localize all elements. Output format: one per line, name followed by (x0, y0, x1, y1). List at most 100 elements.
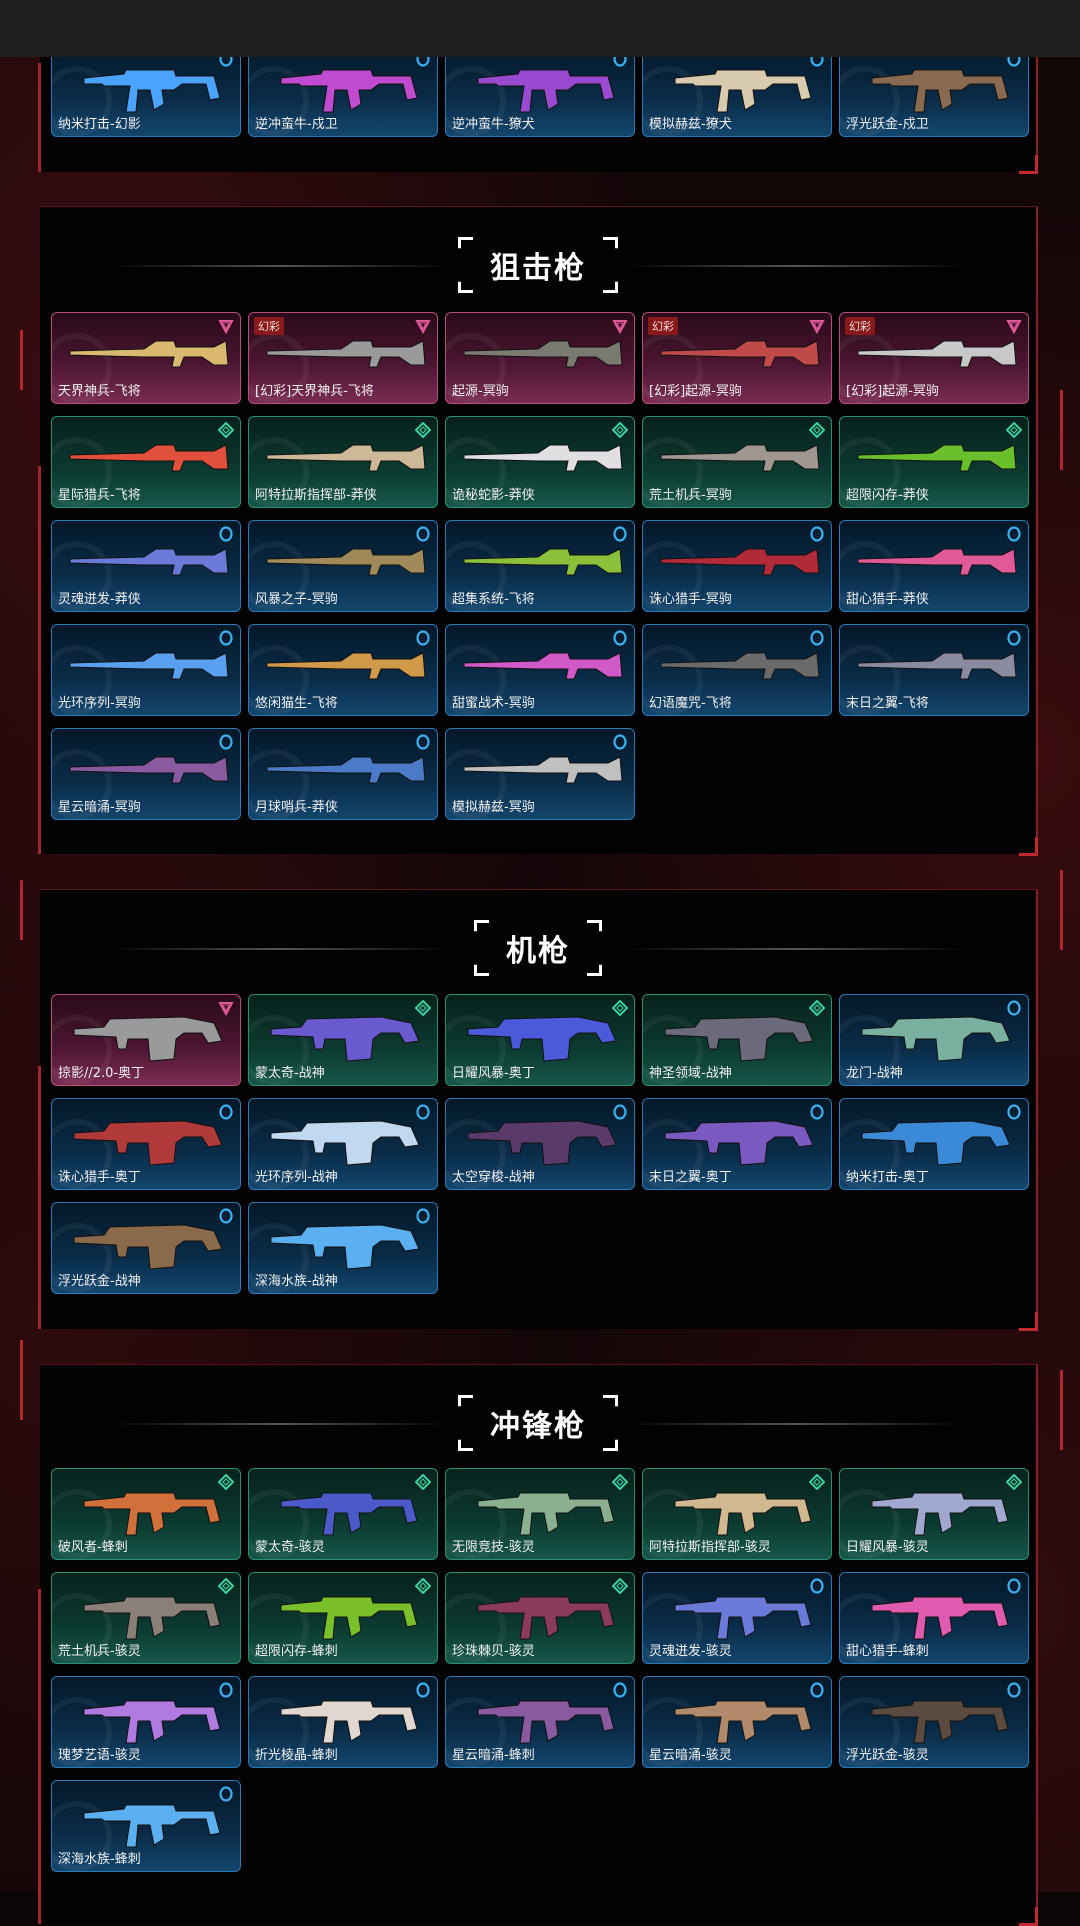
skin-card[interactable]: 灵魂迸发-骇灵 (642, 1572, 832, 1664)
card-background-ring (840, 1119, 900, 1189)
skin-card[interactable]: 掠影//2.0-奥丁 (51, 994, 241, 1086)
skin-card[interactable]: 光环序列-冥驹 (51, 624, 241, 716)
skin-name: 模拟赫兹-冥驹 (452, 800, 535, 815)
skin-name: 浮光跃金-骇灵 (846, 1748, 929, 1763)
legendary-triangle-icon (1006, 318, 1022, 335)
card-background-ring (840, 1697, 900, 1767)
skin-card[interactable]: 甜心猎手-莽侠 (839, 520, 1029, 612)
skin-card[interactable]: 星云暗涌-蜂刺 (445, 1676, 635, 1768)
card-background-ring (643, 437, 703, 507)
skin-card[interactable]: 破风者-蜂刺 (51, 1468, 241, 1560)
skin-card[interactable]: 纳米打击-幻影 (51, 45, 241, 137)
skin-name: 深海水族-战神 (255, 1274, 338, 1289)
epic-diamond-icon (611, 421, 629, 439)
skin-card[interactable]: 甜蜜战术-冥驹 (445, 624, 635, 716)
section-title-text: 机枪 (474, 920, 602, 976)
card-background-ring (52, 1801, 112, 1871)
skin-card[interactable]: 浮光跃金-战神 (51, 1202, 241, 1294)
skin-card[interactable]: 逆冲蛮牛-戍卫 (248, 45, 438, 137)
skin-card[interactable]: 月球哨兵-莽侠 (248, 728, 438, 820)
skin-name: 蒙太奇-骇灵 (255, 1540, 325, 1555)
weapon-image (674, 1700, 812, 1744)
skin-name: 星云暗涌-冥驹 (58, 800, 141, 815)
skin-card[interactable]: 起源-冥驹 (445, 312, 635, 404)
skin-card[interactable]: 折光棱晶-蜂刺 (248, 1676, 438, 1768)
skin-card[interactable]: 日耀风暴-骇灵 (839, 1468, 1029, 1560)
rare-ring-icon (612, 1104, 628, 1120)
skin-card[interactable]: 无限竞技-骇灵 (445, 1468, 635, 1560)
weapon-image (857, 444, 1017, 472)
skin-name: 甜蜜战术-冥驹 (452, 696, 535, 711)
skin-card[interactable]: 光环序列-战神 (248, 1098, 438, 1190)
skin-card[interactable]: 超限闪存-莽侠 (839, 416, 1029, 508)
prism-badge: 幻彩 (845, 317, 875, 335)
skin-card[interactable]: 纳米打击-奥丁 (839, 1098, 1029, 1190)
side-decoration (1060, 870, 1063, 950)
skin-card[interactable]: 日耀风暴-奥丁 (445, 994, 635, 1086)
card-background-ring (446, 66, 506, 136)
epic-diamond-icon (1005, 1473, 1023, 1491)
skin-card[interactable]: 深海水族-蜂刺 (51, 1780, 241, 1872)
weapon-image (660, 548, 820, 576)
card-background-ring (249, 1697, 309, 1767)
skin-name: 灵魂迸发-骇灵 (649, 1644, 732, 1659)
skin-card[interactable]: 太空穿梭-战神 (445, 1098, 635, 1190)
skin-card[interactable]: 模拟赫兹-冥驹 (445, 728, 635, 820)
weapon-image (270, 1120, 420, 1166)
skin-name: 末日之翼-奥丁 (649, 1170, 732, 1185)
skin-card[interactable]: 超集系统-飞将 (445, 520, 635, 612)
skin-card[interactable]: 甜心猎手-蜂刺 (839, 1572, 1029, 1664)
skin-card[interactable]: 荒土机兵-冥驹 (642, 416, 832, 508)
prism-badge: 幻彩 (254, 317, 284, 335)
skin-card[interactable]: 蒙太奇-骇灵 (248, 1468, 438, 1560)
skin-card[interactable]: 风暴之子-冥驹 (248, 520, 438, 612)
skin-card[interactable]: 灵魂迸发-莽侠 (51, 520, 241, 612)
weapon-image (674, 69, 812, 113)
weapon-image (871, 1700, 1009, 1744)
rare-ring-icon (415, 1208, 431, 1224)
skin-card[interactable]: 蒙太奇-战神 (248, 994, 438, 1086)
skin-card[interactable]: 末日之翼-飞将 (839, 624, 1029, 716)
skin-card[interactable]: 星际猎兵-飞将 (51, 416, 241, 508)
skin-card[interactable]: 浮光跃金-骇灵 (839, 1676, 1029, 1768)
weapon-image (83, 1596, 221, 1640)
skin-card[interactable]: 阿特拉斯指挥部-莽侠 (248, 416, 438, 508)
section-panel-machine-gun: 机枪 掠影//2.0-奥丁蒙太奇-战神日耀风暴-奥丁神圣领域-战神龙门-战神诛心… (38, 889, 1038, 1331)
skin-name: 逆冲蛮牛-戍卫 (255, 117, 338, 132)
skin-card[interactable]: 诛心猎手-奥丁 (51, 1098, 241, 1190)
skin-card[interactable]: 逆冲蛮牛-獠犬 (445, 45, 635, 137)
skin-card[interactable]: 阿特拉斯指挥部-骇灵 (642, 1468, 832, 1560)
skin-card[interactable]: 神圣领域-战神 (642, 994, 832, 1086)
skin-card[interactable]: 幻彩[幻彩]天界神兵-飞将 (248, 312, 438, 404)
weapon-image (266, 340, 426, 368)
skin-card[interactable]: 深海水族-战神 (248, 1202, 438, 1294)
skin-card[interactable]: 幻彩[幻彩]起源-冥驹 (839, 312, 1029, 404)
skin-card[interactable]: 荒土机兵-骇灵 (51, 1572, 241, 1664)
skin-card[interactable]: 星云暗涌-骇灵 (642, 1676, 832, 1768)
weapon-image (871, 1596, 1009, 1640)
weapon-image (69, 756, 229, 784)
skin-card[interactable]: 末日之翼-奥丁 (642, 1098, 832, 1190)
rare-ring-icon (612, 526, 628, 542)
skin-card[interactable]: 浮光跃金-戍卫 (839, 45, 1029, 137)
skin-card[interactable]: 龙门-战神 (839, 994, 1029, 1086)
skin-card[interactable]: 悠闲猫生-飞将 (248, 624, 438, 716)
skin-card[interactable]: 天界神兵-飞将 (51, 312, 241, 404)
legendary-triangle-icon (612, 318, 628, 335)
skin-card[interactable]: 超限闪存-蜂刺 (248, 1572, 438, 1664)
skin-card[interactable]: 诛心猎手-冥驹 (642, 520, 832, 612)
skin-card[interactable]: 瑰梦艺语-骇灵 (51, 1676, 241, 1768)
skin-name: 无限竞技-骇灵 (452, 1540, 535, 1555)
skin-card[interactable]: 幻彩[幻彩]起源-冥驹 (642, 312, 832, 404)
skin-card[interactable]: 诡秘蛇影-莽侠 (445, 416, 635, 508)
skin-card[interactable]: 幻语魔咒-飞将 (642, 624, 832, 716)
skin-name: 荒土机兵-冥驹 (649, 488, 732, 503)
weapon-image (871, 1492, 1009, 1536)
skin-card[interactable]: 模拟赫兹-獠犬 (642, 45, 832, 137)
skin-card[interactable]: 星云暗涌-冥驹 (51, 728, 241, 820)
skin-name: 诛心猎手-奥丁 (58, 1170, 141, 1185)
card-background-ring (249, 541, 309, 611)
skin-name: 太空穿梭-战神 (452, 1170, 535, 1185)
skin-name: 纳米打击-幻影 (58, 117, 141, 132)
skin-card[interactable]: 珍珠棘贝-骇灵 (445, 1572, 635, 1664)
